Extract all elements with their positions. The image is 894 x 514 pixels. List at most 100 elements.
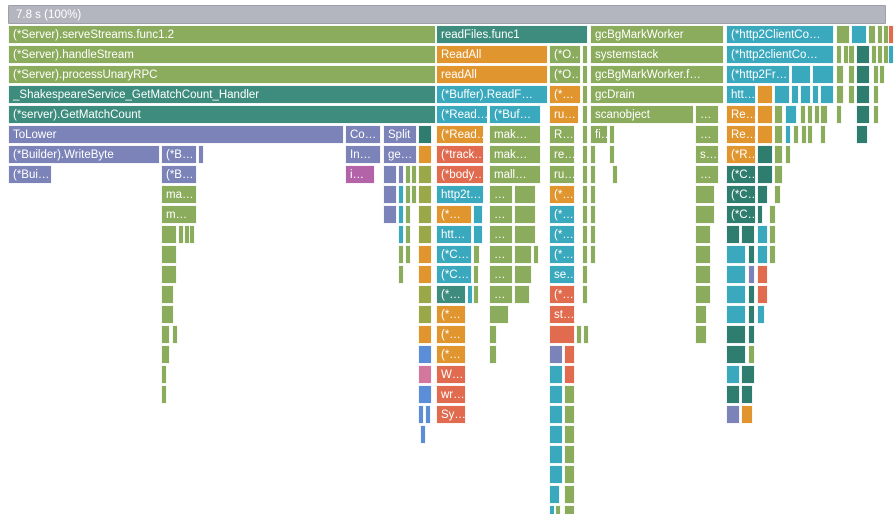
flame-frame-unlabeled[interactable] bbox=[757, 265, 768, 284]
flame-frame-unlabeled[interactable] bbox=[514, 245, 532, 264]
flame-frame-unlabeled[interactable] bbox=[726, 325, 746, 344]
flame-frame-unlabeled[interactable] bbox=[582, 185, 588, 204]
flame-frame-unlabeled[interactable] bbox=[564, 345, 575, 364]
flame-frame[interactable]: (*… bbox=[436, 345, 466, 364]
flame-frame-unlabeled[interactable] bbox=[888, 25, 894, 44]
flame-frame[interactable]: i… bbox=[345, 165, 375, 184]
flame-frame[interactable]: (*C… bbox=[436, 265, 472, 284]
flame-frame-unlabeled[interactable] bbox=[555, 505, 561, 514]
flame-frame-unlabeled[interactable] bbox=[774, 185, 781, 204]
flame-frame-unlabeled[interactable] bbox=[609, 125, 615, 144]
flame-frame-unlabeled[interactable] bbox=[549, 505, 555, 514]
flame-frame-unlabeled[interactable] bbox=[774, 85, 790, 104]
flame-frame-unlabeled[interactable] bbox=[757, 125, 773, 144]
flame-frame[interactable]: readFiles.func1 bbox=[436, 25, 588, 44]
flame-frame[interactable]: ru… bbox=[549, 105, 579, 124]
flame-frame-unlabeled[interactable] bbox=[848, 85, 855, 104]
flame-frame[interactable]: (*Server).serveStreams.func1.2 bbox=[8, 25, 436, 44]
flame-frame-unlabeled[interactable] bbox=[836, 105, 842, 124]
flame-frame-unlabeled[interactable] bbox=[564, 385, 575, 404]
flame-frame-unlabeled[interactable] bbox=[807, 105, 813, 124]
flame-frame-unlabeled[interactable] bbox=[609, 145, 615, 164]
flame-frame[interactable]: gcBgMarkWorker.f… bbox=[590, 65, 724, 84]
flame-frame[interactable]: Sy… bbox=[436, 405, 466, 424]
flame-frame[interactable]: (*Bui… bbox=[8, 165, 52, 184]
flame-frame-unlabeled[interactable] bbox=[873, 85, 879, 104]
flame-frame-unlabeled[interactable] bbox=[820, 105, 828, 124]
flame-frame[interactable]: (*… bbox=[549, 285, 575, 304]
flame-frame-unlabeled[interactable] bbox=[383, 185, 397, 204]
flame-frame-unlabeled[interactable] bbox=[514, 265, 532, 284]
flame-frame-unlabeled[interactable] bbox=[549, 465, 563, 484]
flame-frame[interactable]: (*C… bbox=[726, 165, 756, 184]
flame-frame[interactable]: http2t… bbox=[436, 185, 484, 204]
flame-frame-unlabeled[interactable] bbox=[695, 285, 711, 304]
flame-frame[interactable]: (*C… bbox=[726, 205, 756, 224]
flame-frame[interactable]: (*http2ClientCo… bbox=[726, 25, 834, 44]
flame-frame-unlabeled[interactable] bbox=[695, 305, 707, 324]
flame-frame-unlabeled[interactable] bbox=[582, 165, 588, 184]
flame-frame-unlabeled[interactable] bbox=[398, 225, 404, 244]
flame-frame-unlabeled[interactable] bbox=[774, 145, 783, 164]
flame-frame-unlabeled[interactable] bbox=[851, 25, 867, 44]
flame-frame-unlabeled[interactable] bbox=[418, 345, 432, 364]
flame-frame[interactable]: (*… bbox=[436, 285, 466, 304]
flame-frame[interactable]: se… bbox=[549, 265, 575, 284]
flame-frame-unlabeled[interactable] bbox=[398, 265, 404, 284]
flame-frame[interactable]: fi… bbox=[590, 125, 608, 144]
flame-frame-unlabeled[interactable] bbox=[425, 405, 431, 424]
flame-frame[interactable]: mak… bbox=[489, 125, 541, 144]
flame-frame[interactable]: (*… bbox=[549, 225, 575, 244]
flame-frame[interactable]: … bbox=[489, 245, 513, 264]
flame-frame-unlabeled[interactable] bbox=[801, 125, 807, 144]
flame-frame[interactable]: (*B… bbox=[161, 165, 197, 184]
flame-frame-unlabeled[interactable] bbox=[418, 285, 432, 304]
flame-frame[interactable]: (*… bbox=[549, 245, 575, 264]
flame-frame-unlabeled[interactable] bbox=[564, 405, 575, 424]
flame-frame-unlabeled[interactable] bbox=[582, 285, 588, 304]
flame-frame-unlabeled[interactable] bbox=[564, 365, 575, 384]
flame-frame-unlabeled[interactable] bbox=[695, 265, 711, 284]
flame-frame-unlabeled[interactable] bbox=[873, 65, 879, 84]
flame-frame-unlabeled[interactable] bbox=[757, 105, 773, 124]
flame-frame-unlabeled[interactable] bbox=[549, 325, 575, 344]
flame-frame-unlabeled[interactable] bbox=[695, 225, 711, 244]
flame-frame[interactable]: (*Builder).WriteByte bbox=[8, 145, 160, 164]
flame-frame-unlabeled[interactable] bbox=[726, 385, 740, 404]
flame-frame[interactable]: (*track… bbox=[436, 145, 484, 164]
flame-frame-unlabeled[interactable] bbox=[398, 205, 404, 224]
flame-frame-unlabeled[interactable] bbox=[514, 185, 536, 204]
flame-frame-unlabeled[interactable] bbox=[836, 65, 844, 84]
flame-frame-unlabeled[interactable] bbox=[888, 45, 894, 64]
flame-frame-unlabeled[interactable] bbox=[418, 145, 432, 164]
flame-frame-unlabeled[interactable] bbox=[774, 165, 783, 184]
flame-frame-unlabeled[interactable] bbox=[757, 245, 768, 264]
flame-frame-unlabeled[interactable] bbox=[757, 85, 773, 104]
flame-frame[interactable]: (*Server).handleStream bbox=[8, 45, 436, 64]
flame-frame[interactable]: (*… bbox=[436, 205, 472, 224]
flame-frame[interactable]: ma… bbox=[161, 185, 197, 204]
flame-frame-unlabeled[interactable] bbox=[418, 365, 432, 384]
flame-frame-unlabeled[interactable] bbox=[785, 145, 791, 164]
flame-frame-unlabeled[interactable] bbox=[198, 145, 204, 164]
flame-frame[interactable]: (*… bbox=[436, 325, 466, 344]
flame-frame[interactable]: ToLower bbox=[8, 125, 344, 144]
flame-frame-unlabeled[interactable] bbox=[873, 105, 879, 124]
flame-frame[interactable]: … bbox=[489, 225, 513, 244]
flame-frame[interactable]: … bbox=[489, 185, 513, 204]
flame-frame-unlabeled[interactable] bbox=[533, 245, 539, 264]
flame-frame-unlabeled[interactable] bbox=[590, 225, 596, 244]
flame-frame[interactable]: Split bbox=[383, 125, 417, 144]
flame-frame-unlabeled[interactable] bbox=[582, 145, 588, 164]
flame-frame-unlabeled[interactable] bbox=[161, 345, 170, 364]
flame-frame-unlabeled[interactable] bbox=[757, 285, 768, 304]
flame-frame[interactable]: In… bbox=[345, 145, 381, 164]
flame-frame-unlabeled[interactable] bbox=[418, 265, 432, 284]
flame-frame-unlabeled[interactable] bbox=[774, 125, 783, 144]
flame-frame[interactable]: (*… bbox=[549, 185, 575, 204]
flame-frame-unlabeled[interactable] bbox=[590, 165, 596, 184]
flame-frame-unlabeled[interactable] bbox=[726, 285, 746, 304]
flame-frame-unlabeled[interactable] bbox=[791, 65, 811, 84]
flame-frame-unlabeled[interactable] bbox=[420, 425, 426, 444]
